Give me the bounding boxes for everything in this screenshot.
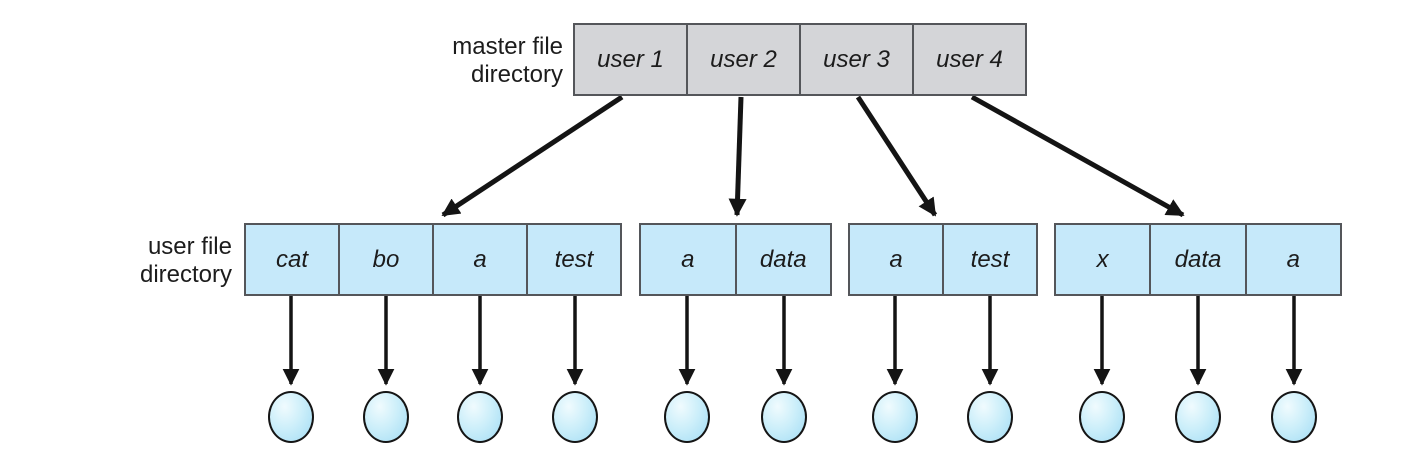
mfd-cell-user3: user 3 xyxy=(799,25,912,94)
master-file-directory-label-line2: directory xyxy=(470,61,563,88)
mfd-to-ufd3-arrow xyxy=(855,95,938,217)
file-circle-ufd3-test xyxy=(967,391,1013,443)
master-file-directory-label: master file directory xyxy=(363,33,563,89)
file-circle-ufd4-x xyxy=(1079,391,1125,443)
file-circle-ufd1-a xyxy=(457,391,503,443)
user-file-directory-label-line1: user file xyxy=(147,233,232,260)
user-file-directory-label-line2: directory xyxy=(139,261,232,288)
ufd4-cell-data: data xyxy=(1149,225,1244,294)
mfd-cell-user4: user 4 xyxy=(912,25,1025,94)
user2-directory-box: a data xyxy=(639,223,832,296)
ufd1-cell-cat: cat xyxy=(275,245,308,273)
mfd-to-ufd4-arrow xyxy=(970,94,1185,218)
user-file-directory-label: user file directory xyxy=(32,233,232,289)
mfd-to-ufd2-arrow xyxy=(728,96,747,217)
ufd4-cell-a: a xyxy=(1244,225,1340,294)
ufd3-cell-test: test xyxy=(942,225,1036,294)
file-circle-ufd2-data xyxy=(761,391,807,443)
mfd-cell-user1: user 1 xyxy=(597,45,664,73)
ufd4-cell-x: x xyxy=(1096,245,1109,273)
ufd1-cell-a: a xyxy=(432,225,526,294)
file-circle-ufd1-test xyxy=(552,391,598,443)
ufd1-cell-test: test xyxy=(526,225,620,294)
master-file-directory-box: user 1 user 2 user 3 user 4 xyxy=(573,23,1027,96)
ufd1-cell-bo: bo xyxy=(338,225,432,294)
ufd2-cell-a: a xyxy=(681,245,695,273)
file-circle-ufd1-bo xyxy=(363,391,409,443)
mfd-to-ufd1-arrow xyxy=(441,94,624,218)
ufd2-cell-data: data xyxy=(734,225,831,294)
user1-directory-box: cat bo a test xyxy=(244,223,622,296)
mfd-cell-user2: user 2 xyxy=(686,25,799,94)
file-circle-ufd2-a xyxy=(664,391,710,443)
master-file-directory-label-line1: master file xyxy=(452,33,563,60)
ufd3-cell-a: a xyxy=(889,245,903,273)
file-circle-ufd1-cat xyxy=(268,391,314,443)
user4-directory-box: x data a xyxy=(1054,223,1342,296)
file-circle-ufd3-a xyxy=(872,391,918,443)
file-circle-ufd4-a xyxy=(1271,391,1317,443)
user3-directory-box: a test xyxy=(848,223,1038,296)
file-circle-ufd4-data xyxy=(1175,391,1221,443)
